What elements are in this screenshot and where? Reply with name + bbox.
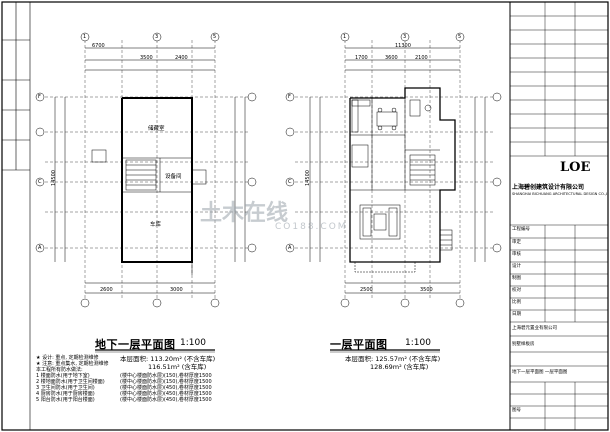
axis-g-col-1: 1 [343,34,347,40]
company-name-en: SHANGHAI BICHUANG ARCHITECTURAL DESIGN C… [512,192,607,196]
basement-area-total: 116.51m² (含车库) [148,363,207,371]
note-line: ★ 设计: 重点, 定期检测维修 [36,355,99,361]
title-block-grid [510,2,608,430]
dim-basement-bottom: 2600 [100,287,113,293]
axis-g-row-f: F [288,94,291,100]
axis-col-5: 5 [213,34,217,40]
note-line: 2 楼地面防水(用于卫生间楼面) [36,379,105,385]
tb-row-sheet-no: 图号 [512,408,521,413]
axis-g-col-3: 3 [403,34,407,40]
spec-notes: (楼中心楼面防水层)(150),卷材厚度1500 (楼中心楼面防水层)(150)… [120,373,212,403]
general-notes: ★ 设计: 重点, 定期检测维修 ★ 注意: 重点集水, 定期检测维修 本工程所… [36,355,109,403]
spec-line: (楼中心楼面防水层)(150),卷材厚度1500 [120,379,212,385]
note-line: 本工程所有防水做法: [36,367,83,373]
tb-row-design: 设计 [512,264,521,269]
axis-row-c: C [38,179,42,185]
spec-line: (楼中心楼面防水层)(150),卷材厚度1500 [120,373,212,379]
tb-row-scale: 比例 [512,300,521,305]
tb-row-approve: 审定 [512,240,521,245]
note-line: 4 厨房防水(用于厨房楼面) [36,391,95,397]
basement-area-label: 本层面积: 113.20m² (不含车库) [120,355,216,363]
tb-row-project-no: 工程编号 [512,227,530,232]
axis-row-f: F [38,94,41,100]
axis-row-a: A [38,245,42,251]
tb-row-draw: 制图 [512,276,521,281]
tb-row-check: 校对 [512,288,521,293]
ground-area-total: 128.69m² (含车库) [370,363,429,371]
ground-title: 一层平面图 [330,338,388,351]
axis-g-row-c: C [288,179,292,185]
axis-col-1: 1 [83,34,87,40]
company-name: 上海碧创建筑设计有限公司 [512,184,585,191]
spec-line: (楼中心楼面防水层)(450),卷材厚度1500 [120,391,212,397]
note-line: 3 卫生间防水(用于卫生间) [36,385,95,391]
basement-scale: 1:100 [180,338,206,348]
spec-line: (楼中心楼面防水层)(450),卷材厚度1500 [120,397,212,403]
watermark-cn: 土木在线 [200,201,289,226]
dim-ground-top-1: 1700 [355,55,368,61]
drawing-name: 地下一层平面图 一层平面图 [512,370,568,375]
dim-ground-left-total: 14500 [304,170,311,186]
spec-line: (楼中心楼面防水层)(450),卷材厚度1500 [120,385,212,391]
dim-ground-bottom-2: 3500 [420,287,433,293]
dim-basement-top: 6700 [92,43,105,49]
axis-g-col-5: 5 [458,34,462,40]
ground-area-label: 本层面积: 125.57m² (不含车库) [345,355,441,363]
watermark-en: CO188.COM [275,222,348,232]
axis-g-row-a: A [288,245,292,251]
dim-ground-top-2: 3600 [385,55,398,61]
note-line: 1 楼面防水(用于地下室) [36,373,90,379]
dim-left-total: 14500 [50,170,57,186]
tb-row-date: 日期 [512,312,521,317]
dim-basement-top-2: 3500 [140,55,153,61]
project-client: 上海碧元置业有限公司 [512,326,557,331]
room-storage: 储藏室 [148,126,165,132]
note-line: 5 阳台防水(用于阳台楼面) [36,397,95,403]
ground-scale: 1:100 [405,338,431,348]
room-equipment: 设备间 [165,174,182,180]
room-garage: 车库 [150,222,162,228]
dim-ground-bottom-1: 2500 [360,287,373,293]
ground-plan [295,40,495,300]
dim-ground-top-3: 2100 [415,55,428,61]
basement-plan [45,40,250,300]
tb-row-review: 审核 [512,252,521,257]
dim-basement-top-3: 2400 [175,55,188,61]
basement-title: 地下一层平面图 [95,338,176,351]
dim-basement-bottom-2: 3000 [170,287,183,293]
note-line: ★ 注意: 重点集水, 定期检测维修 [36,361,109,367]
dim-ground-top: 11300 [395,43,411,49]
company-logo: LOE [560,160,591,175]
project-name: 别墅样板房 [512,342,535,347]
axis-col-3: 3 [155,34,159,40]
